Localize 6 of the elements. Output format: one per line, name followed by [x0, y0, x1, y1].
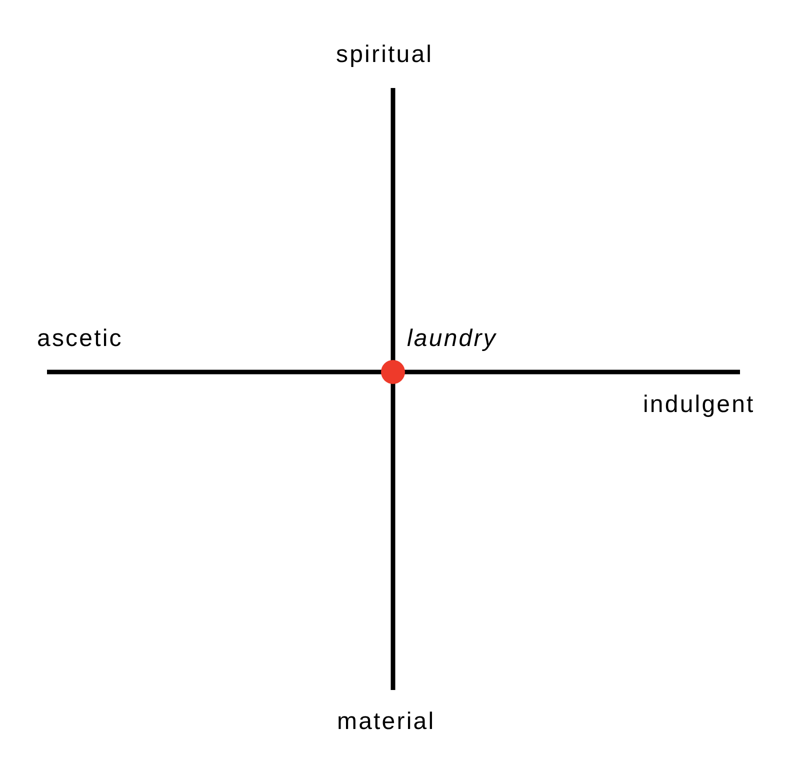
axis-end-label: indulgent [643, 393, 755, 417]
point-marker [381, 360, 405, 384]
point-label: laundry [407, 327, 497, 351]
axis-end-label: ascetic [37, 327, 123, 351]
axis-end-label: spiritual [336, 43, 434, 67]
axis-end-label: material [337, 710, 436, 734]
